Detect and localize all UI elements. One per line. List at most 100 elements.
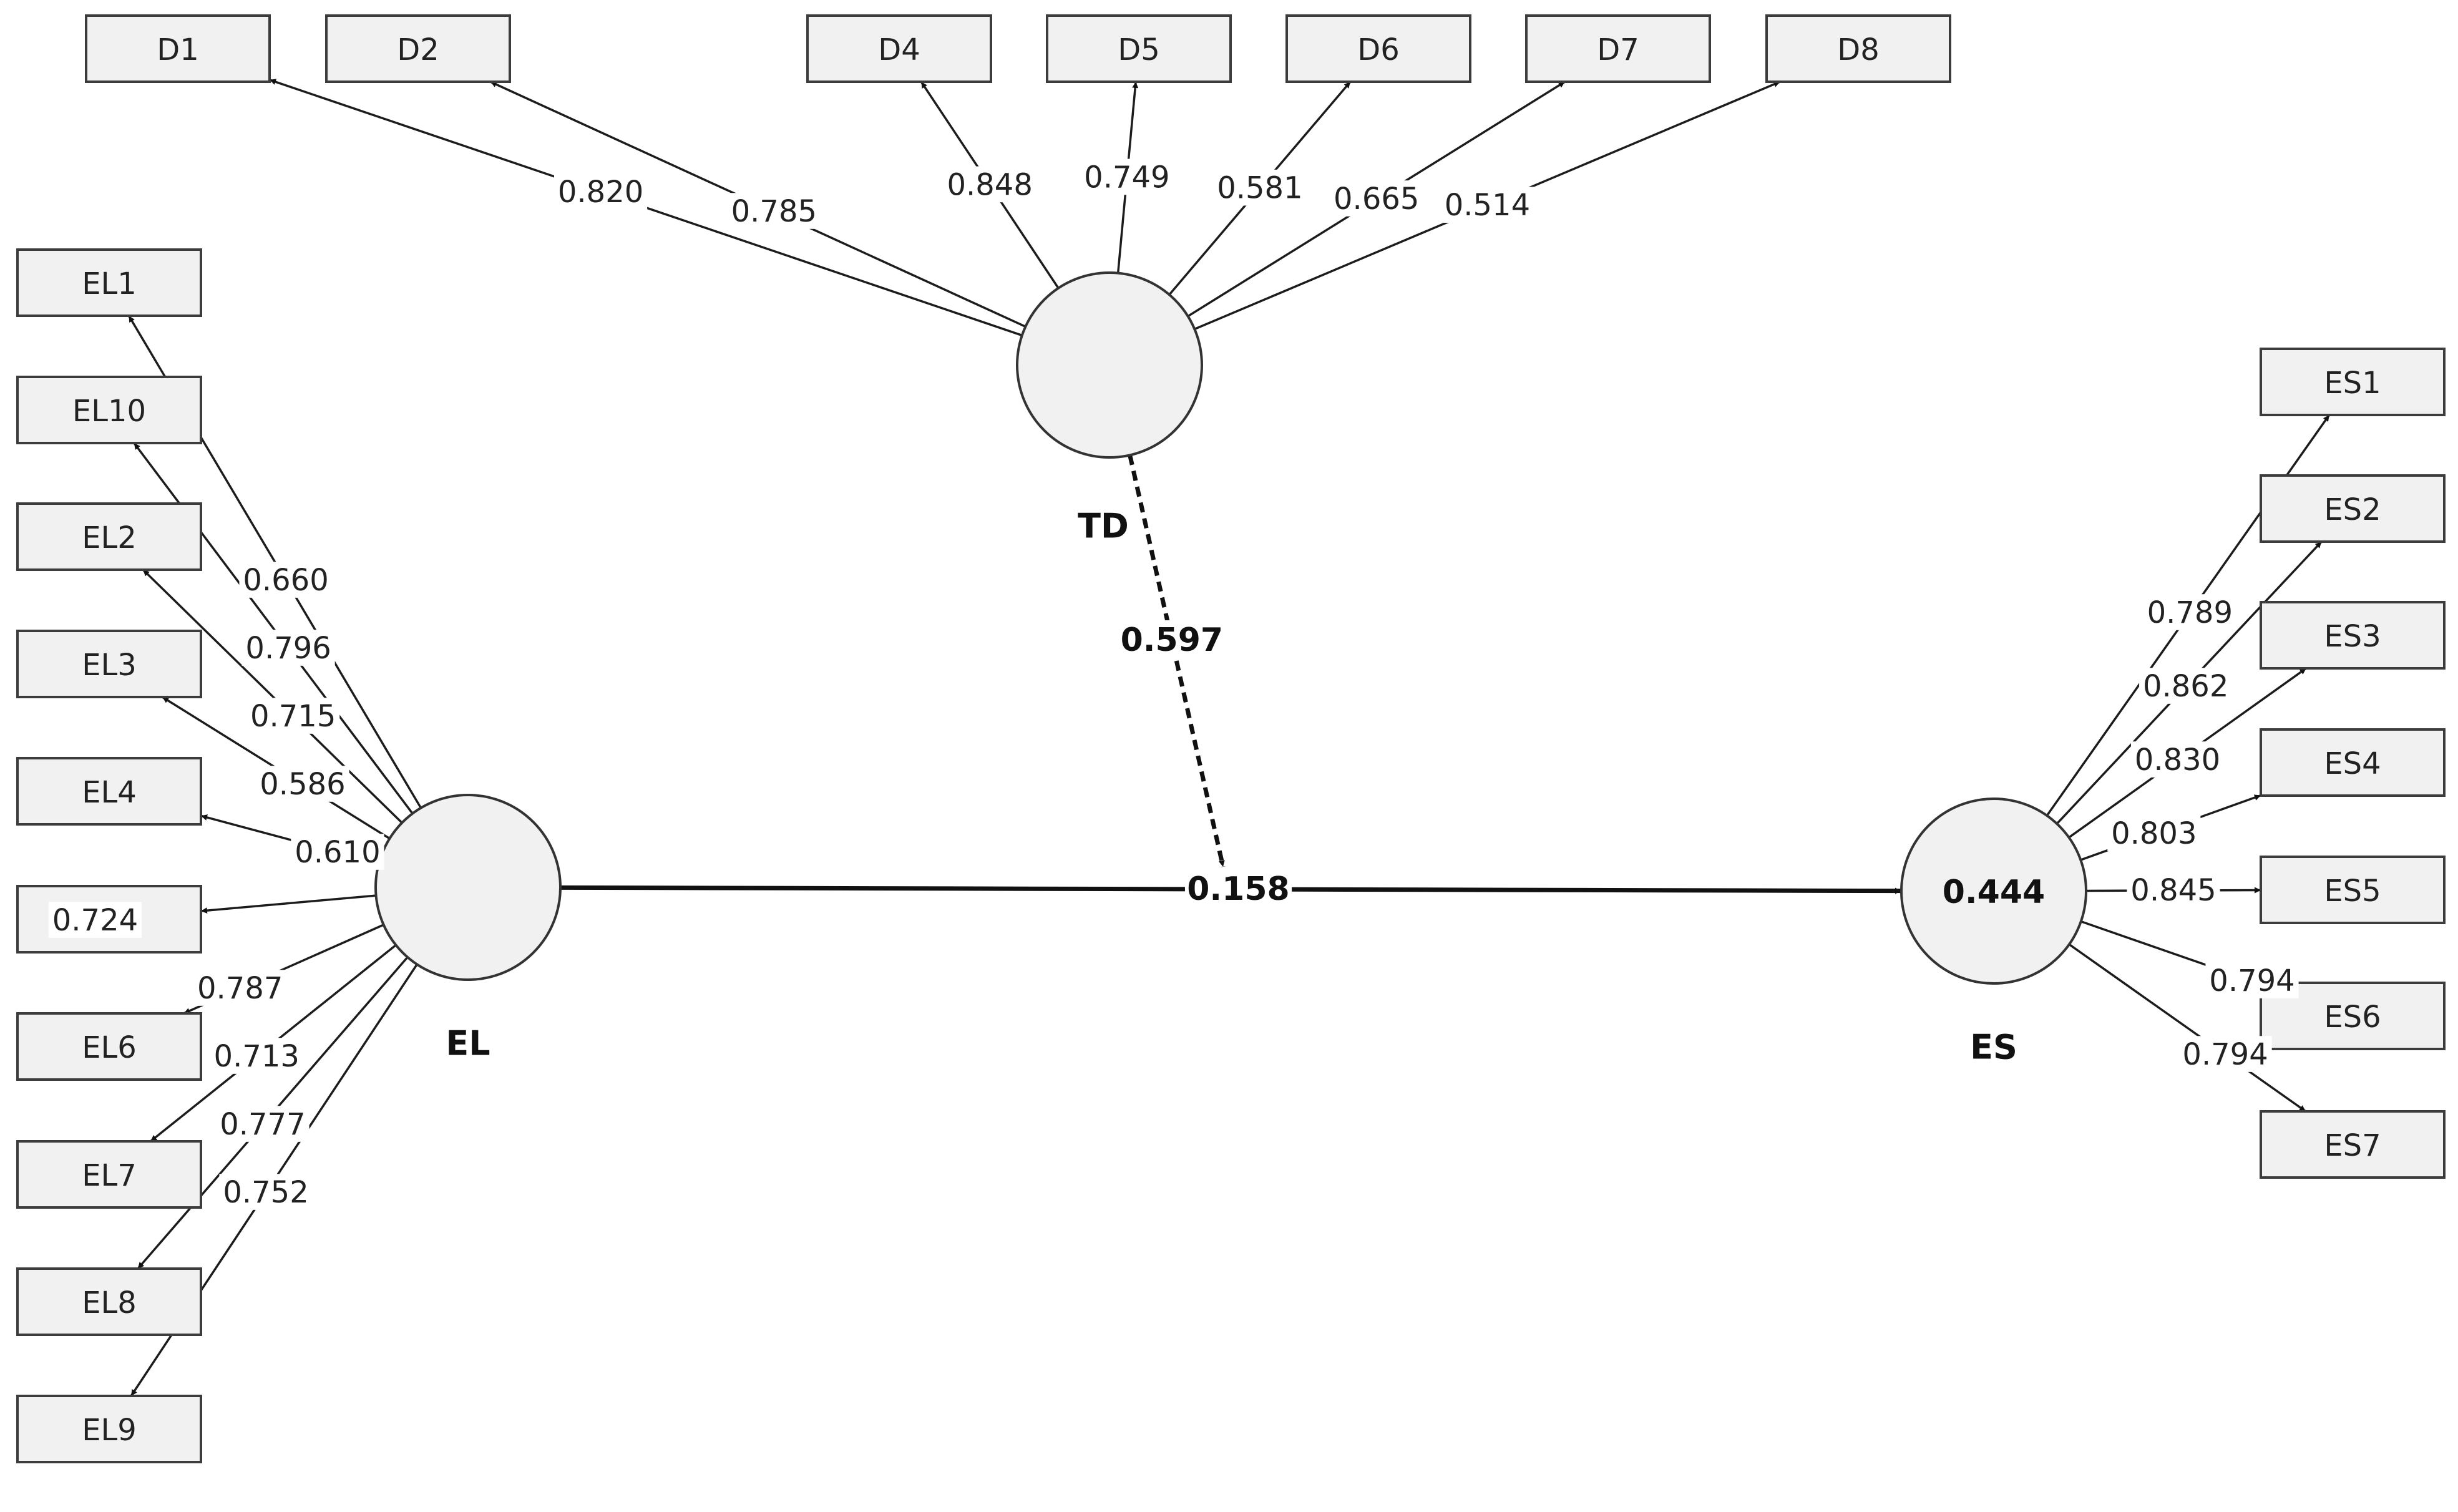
indicator-es4[interactable]: ES4 [2260, 728, 2446, 797]
r-squared-value: 0.444 [1943, 874, 2045, 911]
loading-value-el5-bg [48, 902, 142, 938]
latent-el[interactable]: EL [374, 794, 562, 1063]
indicator-label: EL1 [82, 266, 137, 301]
loading-value-d2-bg [727, 193, 821, 229]
loading-value-el7: 0.713 [214, 1039, 300, 1074]
indicator-d1[interactable]: D1 [85, 14, 271, 83]
indicator-es2[interactable]: ES2 [2260, 474, 2446, 543]
loading-value-d8: 0.514 [1445, 188, 1530, 223]
indicator-es3[interactable]: ES3 [2260, 601, 2446, 670]
indicator-es7[interactable]: ES7 [2260, 1110, 2446, 1179]
indicator-el6[interactable]: EL6 [16, 1012, 202, 1081]
indicator-el7[interactable]: EL7 [16, 1140, 202, 1209]
loading-value-es1-bg [2143, 594, 2236, 630]
indicator-label: EL7 [82, 1158, 137, 1193]
indicator-box [1765, 14, 1951, 83]
indicator-label: EL9 [82, 1413, 137, 1448]
indicator-label: D2 [397, 32, 439, 67]
loading-value-es6-bg [2205, 962, 2299, 998]
indicator-el8[interactable]: EL8 [16, 1267, 202, 1336]
loading-value-es5: 0.845 [2130, 873, 2216, 908]
indicator-box [85, 14, 271, 83]
indicator-el2[interactable]: EL2 [16, 502, 202, 571]
loading-value-es2-bg [2139, 668, 2233, 704]
indicator-el4[interactable]: EL4 [16, 757, 202, 826]
indicator-box [2260, 856, 2446, 924]
indicator-box [16, 630, 202, 698]
indicator-d7[interactable]: D7 [1525, 14, 1711, 83]
indicator-label: EL10 [72, 394, 146, 429]
latent-td[interactable]: TD [1016, 271, 1203, 546]
indicator-label: ES3 [2324, 619, 2381, 654]
indicator-d2[interactable]: D2 [325, 14, 511, 83]
loading-value-el6-bg [193, 970, 287, 1006]
loading-value-d6: 0.581 [1217, 171, 1302, 206]
indicator-el3[interactable]: EL3 [16, 630, 202, 698]
indicator-d8[interactable]: D8 [1765, 14, 1951, 83]
indicator-label: EL4 [82, 775, 137, 810]
loading-value-d8-bg [1440, 187, 1534, 223]
loading-value-el3: 0.586 [260, 767, 345, 802]
loading-value-es4-bg [2107, 815, 2201, 851]
indicator-label: D6 [1357, 32, 1400, 67]
indicator-label: ES7 [2324, 1128, 2381, 1163]
indicator-label: EL2 [82, 520, 137, 555]
indicator-label: EL8 [82, 1285, 137, 1320]
loading-value-d5-bg [1080, 159, 1174, 195]
indicator-label: D1 [157, 32, 199, 67]
loading-value-el2: 0.715 [250, 699, 336, 734]
loading-value-d5: 0.749 [1084, 160, 1169, 195]
indicator-box [16, 248, 202, 317]
loading-value-es7: 0.794 [2182, 1037, 2268, 1072]
loading-value-d1: 0.820 [558, 175, 643, 210]
indicator-d4[interactable]: D4 [806, 14, 992, 83]
loading-value-el3-bg [256, 766, 349, 802]
loading-value-el4-bg [291, 834, 384, 870]
loading-value-es3: 0.830 [2135, 743, 2220, 778]
loading-value-el8-bg [216, 1106, 310, 1142]
path-coefficient-el-es: 0.158 [1187, 871, 1289, 908]
indicator-box [16, 1012, 202, 1081]
indicator-el9[interactable]: EL9 [16, 1395, 202, 1463]
indicator-es1[interactable]: ES1 [2260, 348, 2446, 416]
indicator-box [16, 376, 202, 444]
loading-value-el6: 0.787 [197, 971, 283, 1006]
loading-value-el9: 0.752 [223, 1175, 308, 1210]
indicator-label: D7 [1597, 32, 1639, 67]
indicator-box [325, 14, 511, 83]
indicator-box [2260, 601, 2446, 670]
latent-name: ES [1970, 1028, 2017, 1067]
latent-name: EL [446, 1024, 490, 1063]
indicator-el10[interactable]: EL10 [16, 376, 202, 444]
loading-value-d4-bg [943, 166, 1036, 203]
loading-arrow-el2 [142, 568, 403, 824]
indicator-box [1046, 14, 1232, 83]
loading-value-el7-bg [210, 1038, 303, 1074]
loading-value-es1: 0.789 [2147, 595, 2233, 630]
indicator-es5[interactable]: ES5 [2260, 856, 2446, 924]
indicator-label: ES4 [2324, 746, 2381, 781]
indicator-label: ES2 [2324, 492, 2381, 527]
loading-value-es5-bg [2127, 872, 2220, 908]
loading-value-es6: 0.794 [2209, 963, 2295, 998]
indicator-d5[interactable]: D5 [1046, 14, 1232, 83]
moderation-coefficient: 0.597 [1121, 622, 1223, 659]
indicator-box [1525, 14, 1711, 83]
loading-value-el8: 0.777 [220, 1107, 305, 1142]
indicator-label: ES6 [2324, 1000, 2381, 1035]
indicator-box [16, 757, 202, 826]
latent-circle [374, 794, 562, 981]
indicator-label: EL6 [82, 1030, 137, 1065]
loading-value-el9-bg [219, 1174, 313, 1210]
loading-value-d4: 0.848 [947, 167, 1032, 202]
indicator-box [16, 502, 202, 571]
loading-value-d7: 0.665 [1334, 182, 1419, 217]
loading-value-es2: 0.862 [2143, 669, 2228, 704]
loading-arrow-es7 [2068, 943, 2306, 1113]
latent-name: TD [1078, 507, 1129, 546]
indicator-el1[interactable]: EL1 [16, 248, 202, 317]
loading-value-el4: 0.610 [295, 835, 380, 870]
indicator-d6[interactable]: D6 [1285, 14, 1471, 83]
